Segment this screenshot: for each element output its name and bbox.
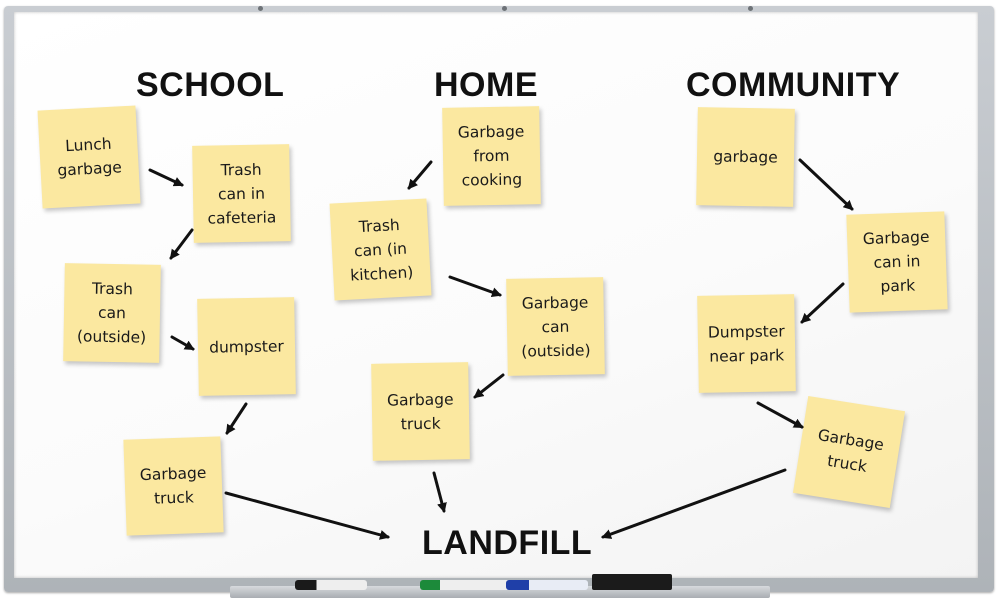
arrow-lunch-to-cafeteria xyxy=(148,168,184,187)
arrow-kitchen-to-outside xyxy=(448,275,502,297)
arrow-garbage-to-park-can xyxy=(798,158,854,211)
heading-school: SCHOOL xyxy=(136,66,285,104)
heading-community: COMMUNITY xyxy=(686,66,901,104)
frame-hanger xyxy=(502,6,507,11)
arrow-dumpster-to-community-truck xyxy=(756,401,804,429)
arrow-school-truck-to-landfill xyxy=(224,491,390,540)
blue-marker xyxy=(506,580,588,590)
frame-hanger xyxy=(258,6,263,11)
black-marker xyxy=(295,580,367,590)
green-marker xyxy=(420,580,512,590)
heading-landfill: LANDFILL xyxy=(422,524,593,562)
arrow-outside-to-dumpster xyxy=(170,335,195,351)
arrow-community-truck-to-landfill xyxy=(601,468,787,539)
arrow-park-can-to-dumpster xyxy=(800,282,845,324)
arrow-home-truck-to-landfill xyxy=(432,471,447,513)
frame-hanger xyxy=(748,6,753,11)
arrow-cooking-to-kitchen xyxy=(407,160,433,190)
arrow-cafeteria-to-outside xyxy=(169,228,194,260)
arrow-outside-to-home-truck xyxy=(473,373,505,399)
heading-home: HOME xyxy=(434,66,538,104)
arrow-dumpster-to-truck xyxy=(225,402,248,435)
eraser xyxy=(592,574,672,590)
